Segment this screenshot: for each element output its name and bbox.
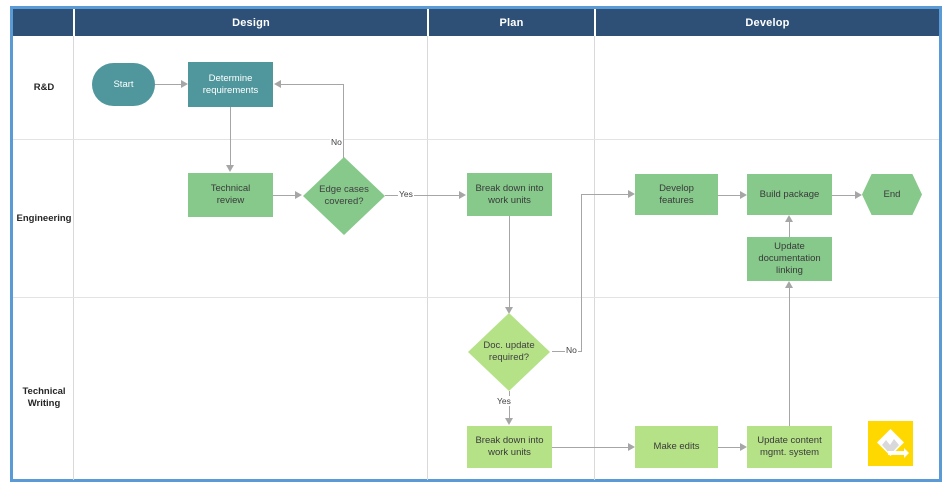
- edge-build-to-end-line: [832, 195, 855, 197]
- edge-updatecms-to-updatedoc-arrow: [785, 281, 793, 288]
- node-break-down-work-units-eng-line1: Break down into: [475, 182, 544, 194]
- node-break-down-work-units-tw-line2: work units: [488, 447, 531, 458]
- lucid-logo-glyph: [877, 429, 909, 458]
- edge-breakdown2-to-makeedits-arrow: [628, 443, 635, 451]
- node-technical-review-line1: Technical: [210, 183, 251, 195]
- node-develop-features-line1: Develop: [659, 182, 694, 194]
- header-separator-2: [427, 9, 429, 36]
- edge-develop-to-build-line: [718, 195, 740, 197]
- node-make-edits[interactable]: Make edits: [635, 426, 718, 468]
- edge-updatedoc-to-build-arrow: [785, 215, 793, 222]
- lane-divider-rnd-engineering: [13, 139, 939, 140]
- edge-label-yes-docupdate: Yes: [496, 396, 512, 406]
- node-develop-features-line2: features: [659, 194, 694, 206]
- phase-header-develop[interactable]: Develop: [745, 16, 790, 29]
- edge-no-docupdate-hline2: [581, 194, 628, 196]
- header-separator-1: [73, 9, 75, 36]
- lucid-app-logo[interactable]: [868, 421, 913, 466]
- edge-updatedoc-to-build-line: [789, 222, 791, 237]
- node-update-content-mgmt-system-line1: Update content: [757, 435, 822, 447]
- node-update-documentation-linking-line2: documentation: [758, 253, 821, 265]
- phase-header-design[interactable]: Design: [232, 16, 270, 29]
- node-update-content-mgmt-system[interactable]: Update content mgmt. system: [747, 426, 832, 468]
- edge-determine-to-review-line: [230, 107, 232, 165]
- edge-no-docupdate-vline: [581, 194, 583, 352]
- edge-review-to-edgecases-line: [273, 195, 295, 197]
- edge-review-to-edgecases-arrow: [295, 191, 302, 199]
- phase-header-band: [13, 9, 939, 36]
- edge-no-edgecases-vline: [343, 84, 345, 158]
- node-break-down-work-units-tw-line1: Break down into: [475, 435, 544, 447]
- header-separator-3: [594, 9, 596, 36]
- edge-yes-edgecases-arrow: [459, 191, 466, 199]
- node-develop-features[interactable]: Develop features: [635, 174, 718, 215]
- phase-divider-design-plan: [427, 36, 428, 480]
- node-doc-update-required-line2: required?: [488, 352, 530, 363]
- node-update-documentation-linking-line3: linking: [776, 264, 803, 276]
- edge-makeedits-to-updatecms-line: [718, 447, 740, 449]
- edge-label-no-edgecases: No: [330, 137, 343, 147]
- node-start[interactable]: Start: [92, 63, 155, 106]
- node-update-content-mgmt-system-line2: mgmt. system: [759, 447, 820, 458]
- edge-label-no-docupdate: No: [565, 345, 578, 355]
- node-edge-cases-covered-line1: Edge cases: [319, 184, 369, 196]
- lane-divider-engineering-techwriting: [13, 297, 939, 298]
- edge-breakdown1-to-docupdate-arrow: [505, 307, 513, 314]
- node-technical-review[interactable]: Technical review: [188, 173, 273, 217]
- lane-label-engineering[interactable]: Engineering: [16, 213, 72, 224]
- phase-divider-plan-develop: [594, 36, 595, 480]
- node-update-documentation-linking[interactable]: Update documentation linking: [747, 237, 832, 281]
- lane-label-technical-writing-line2: Writing: [27, 397, 61, 409]
- node-determine-requirements-line2: requirements: [202, 84, 259, 96]
- edge-yes-docupdate-arrow: [505, 418, 513, 425]
- node-edge-cases-covered-text: Edge cases covered?: [319, 184, 369, 208]
- edge-label-yes-edgecases: Yes: [398, 189, 414, 199]
- node-update-documentation-linking-line1: Update: [774, 241, 805, 253]
- node-doc-update-required[interactable]: Doc. update required?: [468, 313, 550, 391]
- edge-no-edgecases-arrow: [274, 80, 281, 88]
- node-determine-requirements-line1: Determine: [208, 72, 253, 84]
- node-break-down-work-units-eng[interactable]: Break down into work units: [467, 173, 552, 216]
- edge-start-to-determine-arrow: [181, 80, 188, 88]
- edge-start-to-determine-line: [155, 84, 181, 86]
- lane-label-technical-writing-line1: Technical: [22, 386, 66, 397]
- edge-develop-to-build-arrow: [740, 191, 747, 199]
- edge-no-edgecases-hline: [281, 84, 344, 86]
- node-end[interactable]: End: [862, 174, 922, 215]
- node-break-down-work-units-tw[interactable]: Break down into work units: [467, 426, 552, 468]
- edge-makeedits-to-updatecms-arrow: [740, 443, 747, 451]
- edge-updatecms-to-updatedoc-line: [789, 288, 791, 426]
- edge-breakdown2-to-makeedits-line: [552, 447, 628, 449]
- lane-label-rnd[interactable]: R&D: [33, 82, 55, 93]
- node-build-package[interactable]: Build package: [747, 174, 832, 215]
- lane-divider-label-column: [73, 36, 74, 480]
- node-break-down-work-units-eng-line2: work units: [488, 194, 531, 206]
- phase-header-plan[interactable]: Plan: [499, 16, 524, 29]
- edge-build-to-end-arrow: [855, 191, 862, 199]
- lane-label-technical-writing[interactable]: Technical Writing: [15, 386, 73, 410]
- edge-no-docupdate-arrow: [628, 190, 635, 198]
- node-doc-update-required-text: Doc. update required?: [483, 340, 534, 364]
- edge-yes-edgecases-line: [385, 195, 459, 197]
- edge-determine-to-review-arrow: [226, 165, 234, 172]
- node-edge-cases-covered-line2: covered?: [324, 196, 364, 207]
- edge-breakdown1-to-docupdate-line: [509, 216, 511, 307]
- node-doc-update-required-line1: Doc. update: [483, 340, 535, 352]
- node-technical-review-line2: review: [216, 195, 245, 206]
- node-edge-cases-covered[interactable]: Edge cases covered?: [303, 157, 385, 235]
- node-determine-requirements[interactable]: Determine requirements: [188, 62, 273, 107]
